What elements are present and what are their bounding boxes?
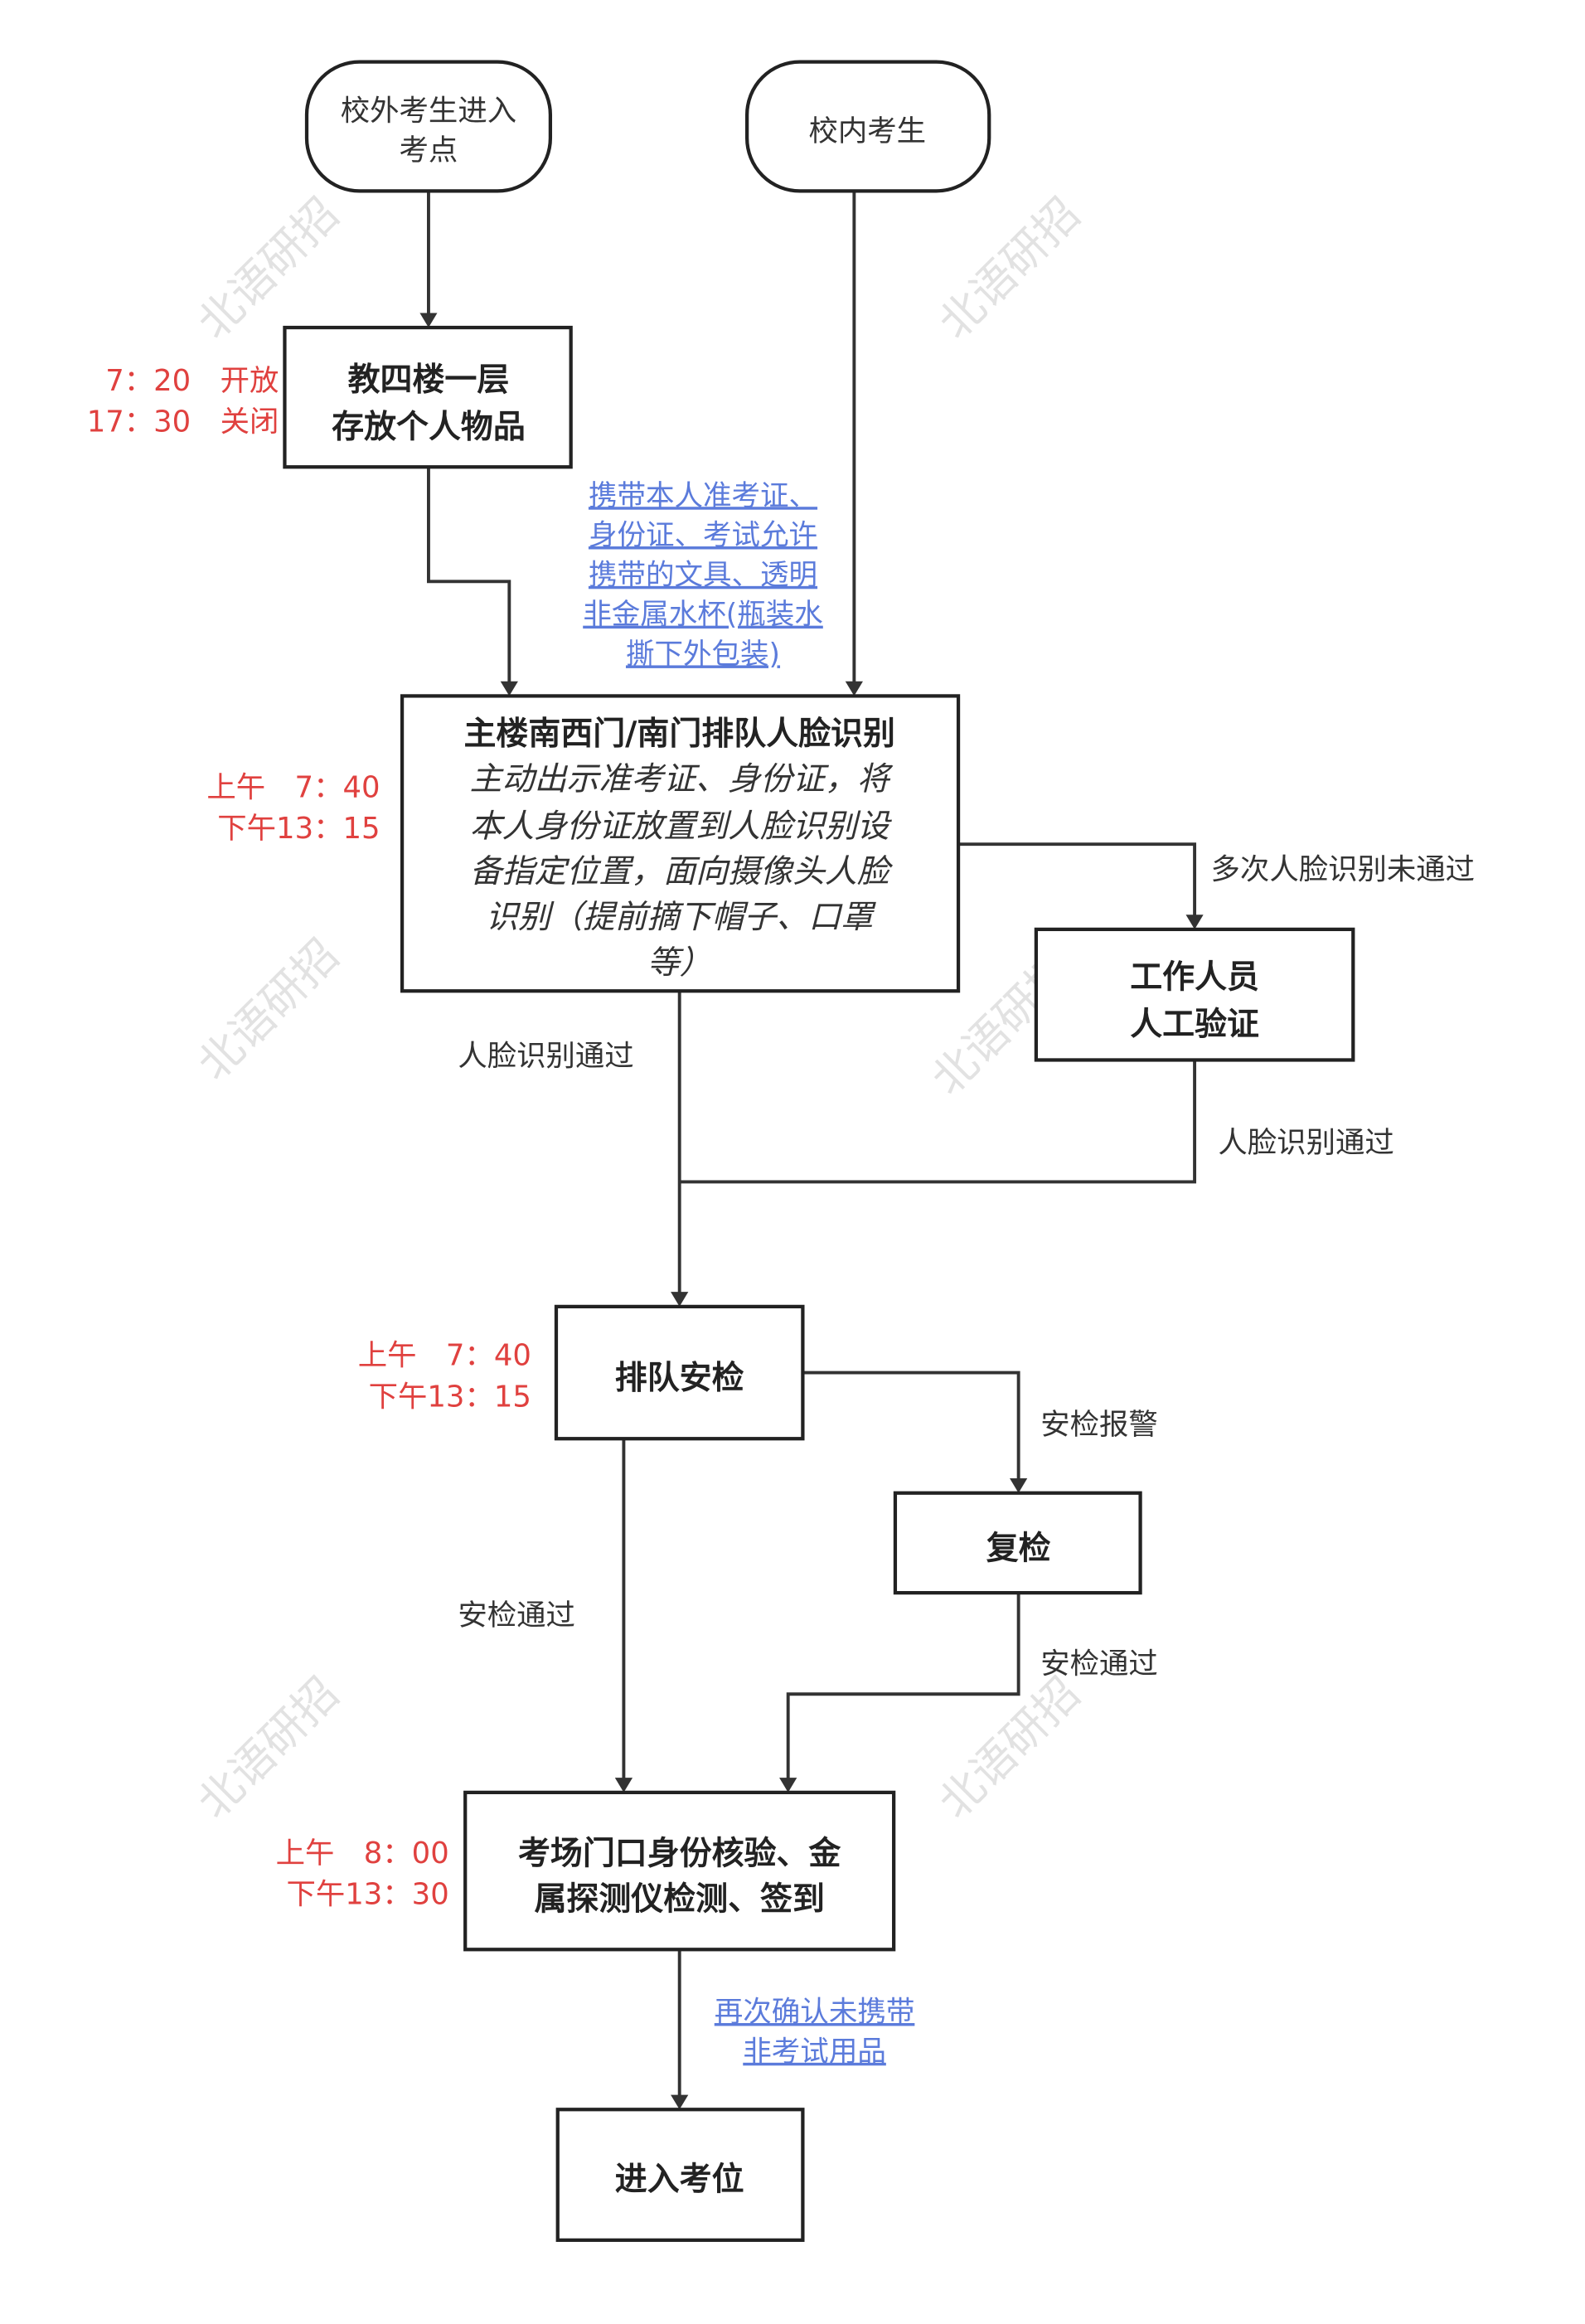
node-label: 校外考生进入 — [341, 94, 516, 128]
time-close: 17：30 关闭 — [87, 405, 279, 439]
time-pm: 下午13：15 — [217, 812, 380, 846]
time-am: 上午 7：40 — [206, 771, 380, 805]
node-face-recognition: 主楼南西门/南门排队人脸识别 主动出示准考证、身份证，将 本人身份证放置到人脸识… — [206, 694, 961, 993]
edge-label-face-fail: 多次人脸识别未通过 — [1211, 853, 1476, 887]
edge-label-security-pass: 安检通过 — [458, 1599, 575, 1633]
edge-label-alarm: 安检报警 — [1040, 1408, 1158, 1442]
watermark: 北语研招 — [188, 929, 349, 1090]
time-pm: 下午13：30 — [286, 1877, 448, 1911]
node-enter-seat: 进入考位 — [555, 2108, 805, 2242]
node-label: 考场门口身份核验、金 — [518, 1836, 841, 1873]
node-manual-verify: 工作人员 人工验证 — [1034, 927, 1355, 1062]
node-desc: 主动出示准考证、身份证，将 — [470, 761, 894, 798]
time-pm: 下午13：15 — [369, 1380, 531, 1414]
node-inside-candidates: 校内考生 — [744, 60, 991, 193]
node-label: 考点 — [400, 133, 458, 167]
node-label: 校内考生 — [809, 114, 927, 148]
node-label: 工作人员 — [1130, 959, 1259, 997]
watermark: 北语研招 — [188, 188, 349, 349]
note-line[interactable]: 撕下外包装) — [626, 638, 780, 671]
node-desc: 识别（提前摘下帽子、口罩 — [486, 899, 876, 936]
node-desc: 本人身份证放置到人脸识别设 — [470, 808, 892, 845]
note-line[interactable]: 非金属水杯(瓶装水 — [583, 599, 823, 632]
node-desc: 等） — [647, 944, 712, 982]
node-storage: 教四楼一层 存放个人物品 7：20 开放 17：30 关闭 — [87, 325, 573, 469]
time-open: 7：20 开放 — [105, 364, 279, 398]
connectors — [419, 191, 1204, 2110]
node-label: 排队安检 — [615, 1360, 744, 1397]
confirm-note[interactable]: 再次确认未携带 非考试用品 — [715, 1996, 915, 2069]
time-am: 上午 8：00 — [276, 1836, 449, 1870]
watermark: 北语研招 — [929, 188, 1090, 349]
node-outside-candidates: 校外考生进入 考点 — [304, 60, 553, 193]
note-line[interactable]: 携带本人准考证、 — [589, 479, 817, 512]
edge-recheck-to-gate — [779, 1593, 1020, 1793]
edge-label-manual-pass: 人脸识别通过 — [1218, 1126, 1394, 1160]
edge-label-recheck-pass: 安检通过 — [1040, 1647, 1158, 1681]
edge-label-face-pass: 人脸识别通过 — [458, 1040, 633, 1074]
node-security-check: 排队安检 上午 7：40 下午13：15 — [358, 1304, 805, 1441]
watermark: 北语研招 — [188, 1667, 349, 1828]
node-label: 属探测仪检测、签到 — [534, 1881, 824, 1919]
node-label: 存放个人物品 — [332, 409, 526, 446]
node-label: 教四楼一层 — [348, 361, 510, 399]
node-desc: 备指定位置，面向摄像头人脸 — [470, 853, 894, 890]
note-line[interactable]: 身份证、考试允许 — [589, 519, 817, 552]
node-label: 进入考位 — [615, 2161, 744, 2199]
note-line[interactable]: 再次确认未携带 — [715, 1996, 915, 2029]
time-am: 上午 7：40 — [358, 1339, 531, 1373]
node-label: 人工验证 — [1130, 1006, 1259, 1043]
node-label: 复检 — [986, 1530, 1051, 1567]
note-line[interactable]: 携带的文具、透明 — [589, 559, 817, 592]
edge-face-to-manual — [958, 842, 1204, 929]
edge-storage-to-face — [427, 467, 518, 696]
carry-items-note[interactable]: 携带本人准考证、 身份证、考试允许 携带的文具、透明 非金属水杯(瓶装水 撕下外… — [583, 479, 823, 671]
watermark: 北语研招 — [929, 1667, 1090, 1828]
edge-manual-merge — [679, 1060, 1197, 1184]
node-title: 主楼南西门/南门排队人脸识别 — [463, 716, 894, 753]
node-gate-check: 考场门口身份核验、金 属探测仪检测、签到 上午 8：00 下午13：30 — [276, 1790, 896, 1952]
note-line[interactable]: 非考试用品 — [743, 2035, 886, 2069]
edge-security-to-recheck — [802, 1371, 1028, 1493]
node-recheck: 复检 — [893, 1491, 1142, 1595]
